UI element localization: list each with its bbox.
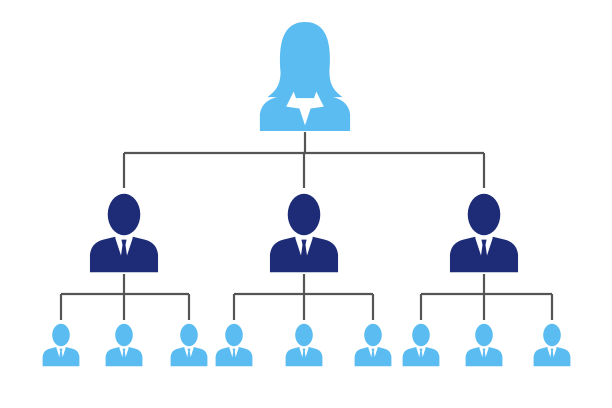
manager-businessman-icon [449, 193, 519, 273]
staff-businessman-icon [42, 323, 80, 367]
staff-businessman-icon [285, 323, 323, 367]
staff-businessman-icon [354, 323, 392, 367]
connector-lines [59, 132, 554, 320]
staff-businessman-icon [105, 323, 143, 367]
manager-businessman-icon [269, 193, 339, 273]
manager-businessman-icon [89, 193, 159, 273]
staff-businessman-icon [465, 323, 503, 367]
leader-businesswoman-icon [259, 21, 351, 132]
staff-businessman-icon [170, 323, 208, 367]
staff-businessman-icon [533, 323, 571, 367]
people-icons [42, 21, 571, 367]
staff-businessman-icon [215, 323, 253, 367]
staff-businessman-icon [402, 323, 440, 367]
